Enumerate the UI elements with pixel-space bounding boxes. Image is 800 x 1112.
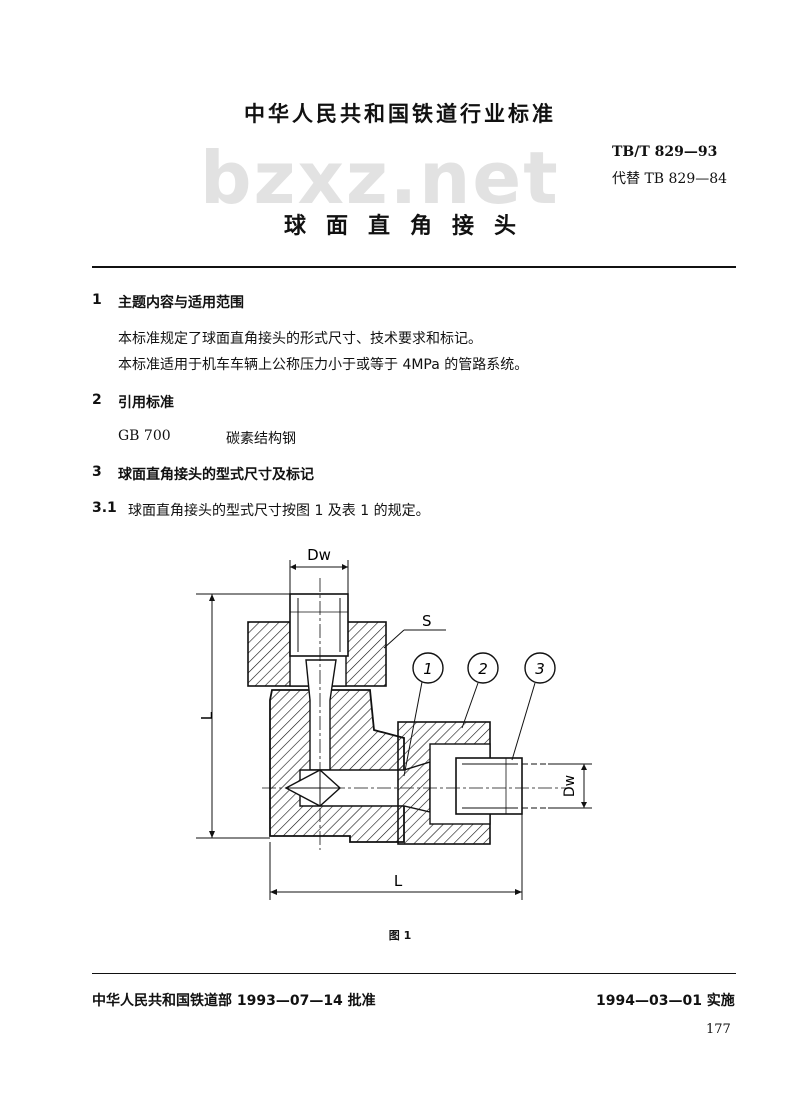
section-1-paragraph-2: 本标准适用于机车车辆上公称压力小于或等于 4MPa 的管路系统。	[118, 357, 529, 373]
reference-code: GB 700	[118, 428, 171, 444]
header-rule	[92, 266, 736, 268]
section-3-1-text: 球面直角接头的型式尺寸按图 1 及表 1 的规定。	[128, 503, 430, 519]
section-2-title: 引用标准	[118, 395, 174, 411]
section-2-number: 2	[92, 392, 102, 408]
section-1-paragraph-1: 本标准规定了球面直角接头的形式尺寸、技术要求和标记。	[118, 331, 482, 347]
section-3-title: 球面直角接头的型式尺寸及标记	[118, 467, 314, 483]
page-number: 177	[706, 1022, 731, 1037]
header-org: 中华人民共和国铁道行业标准	[244, 102, 556, 126]
label-part-3: 3	[535, 660, 545, 678]
label-part-2: 2	[478, 660, 488, 678]
footer-rule	[92, 973, 736, 974]
top-pipe	[289, 593, 349, 657]
figure-caption: 图 1	[388, 929, 412, 942]
right-pipe	[455, 757, 560, 815]
section-1-number: 1	[92, 292, 102, 308]
watermark: bzxz.net	[200, 136, 560, 220]
label-part-1: 1	[423, 660, 433, 678]
section-3-number: 3	[92, 464, 102, 480]
document-title: 球面直角接头	[283, 214, 536, 239]
replaces-standard: 代替 TB 829—84	[612, 171, 728, 187]
balloon-part-3	[524, 652, 556, 684]
effective-date: 1994—03—01 实施	[596, 993, 735, 1009]
label-dw-top: Dw	[307, 546, 331, 564]
label-l-vertical: L	[198, 711, 216, 720]
balloon-part-1	[412, 652, 444, 684]
standard-code: TB/T 829—93	[612, 144, 718, 160]
label-dw-right: Dw	[562, 775, 578, 797]
section-1-title: 主题内容与适用范围	[118, 295, 244, 311]
approval-statement: 中华人民共和国铁道部 1993—07—14 批准	[92, 993, 376, 1009]
label-l-horizontal: L	[394, 872, 403, 890]
balloon-part-2	[467, 652, 499, 684]
label-s: S	[422, 612, 432, 630]
section-3-1-number: 3.1	[92, 500, 117, 516]
reference-name: 碳素结构钢	[226, 431, 296, 447]
